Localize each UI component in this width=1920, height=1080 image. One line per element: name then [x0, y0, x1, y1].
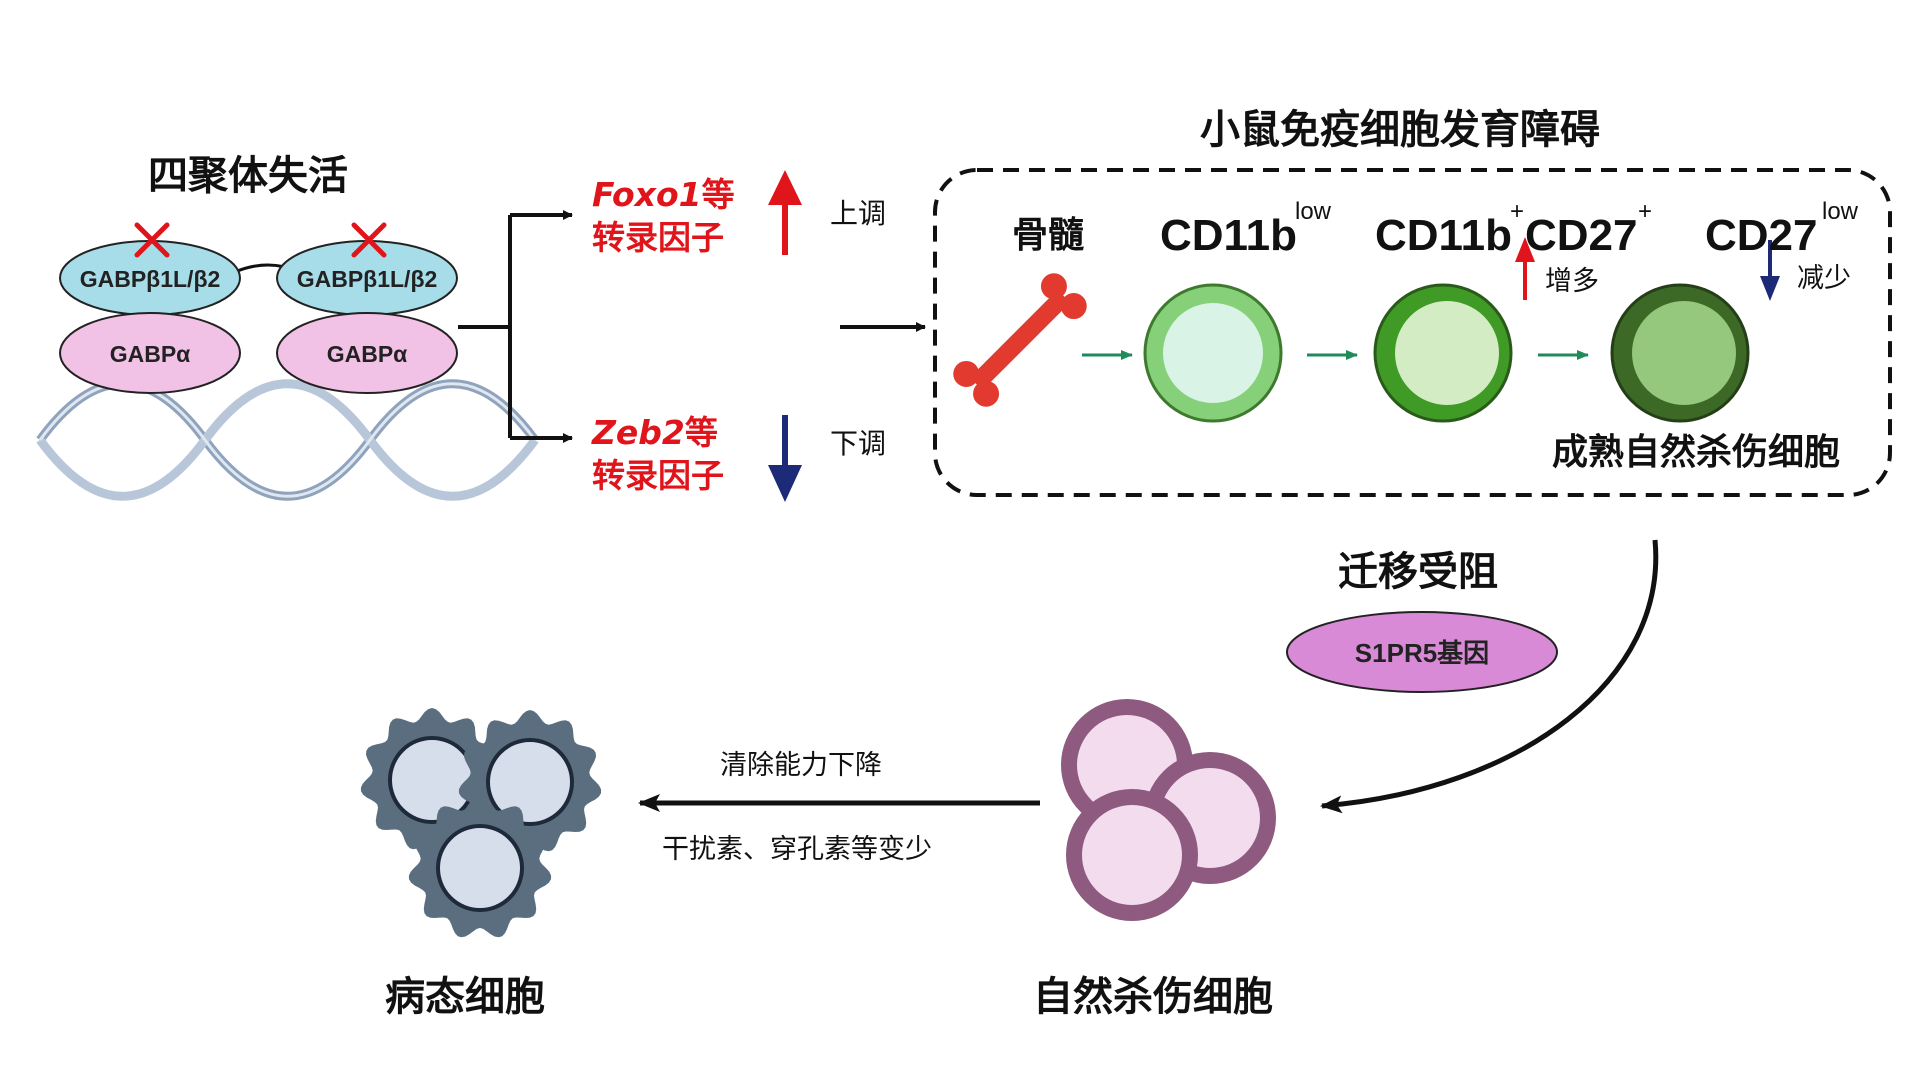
stage2-sup2: +: [1638, 198, 1653, 225]
down-arrow-icon: [768, 415, 802, 502]
stage3-marker: CD27: [1705, 211, 1818, 260]
increase-arrow-icon: [1515, 237, 1535, 300]
cd11b-cd27-cell-core: [1395, 301, 1499, 405]
stage1-marker: CD11b: [1160, 211, 1297, 260]
stage3-sup: low: [1822, 198, 1859, 225]
up-arrow-icon: [768, 170, 802, 255]
mature-nk-label: 成熟自然杀伤细胞: [1552, 432, 1841, 473]
stage3-change: 减少: [1797, 263, 1851, 294]
s1pr5-gene-label: S1PR5基因: [1355, 638, 1489, 668]
beta-label-right: GABPβ1L/β2: [297, 266, 438, 292]
clearance-bottom-label: 干扰素、穿孔素等变少: [662, 834, 932, 865]
development-box: [933, 168, 1892, 497]
nk-cell-core: [1082, 805, 1182, 905]
downregulated-gene: Zeb2: [592, 413, 685, 452]
alpha-label-left: GABPα: [110, 341, 191, 367]
diseased-cell-core: [486, 738, 574, 826]
stage2-change: 增多: [1545, 266, 1599, 297]
cd27-low-cell-core: [1632, 301, 1736, 405]
downregulated-tf-line1: Zeb2等: [592, 416, 718, 449]
development-box-title: 小鼠免疫细胞发育障碍: [1200, 107, 1600, 153]
downregulated-tf-line2: 转录因子: [592, 456, 724, 495]
cd11b-low-cell-core: [1163, 303, 1263, 403]
stage2-marker1: CD11b: [1375, 211, 1512, 260]
upregulated-gene: Foxo1: [592, 175, 702, 214]
upregulated-tf-line1: Foxo1等: [592, 178, 735, 211]
inactivation-x-right-icon: [351, 222, 387, 258]
bone-marrow-label: 骨髓: [1012, 215, 1085, 256]
complex-title: 四聚体失活: [148, 153, 348, 199]
stage1-sup: low: [1295, 198, 1332, 225]
nk-cells-label: 自然杀伤细胞: [1033, 974, 1273, 1020]
gabp-alpha-right: [276, 312, 458, 394]
downregulated-suffix: 等: [684, 413, 718, 452]
s1pr5-gene-oval: [1286, 611, 1558, 693]
diseased-cell-cluster: [360, 708, 602, 938]
nk-cell-cluster: [1061, 699, 1276, 921]
diseased-cells-label: 病态细胞: [385, 974, 545, 1020]
upregulated-label: 上调: [830, 197, 887, 230]
stage2-sup1: +: [1510, 198, 1525, 225]
diseased-cell-core: [388, 736, 476, 824]
downregulated-label: 下调: [830, 427, 887, 460]
upregulated-tf-line2: 转录因子: [592, 218, 724, 257]
dna-helix-icon: [36, 379, 539, 501]
bone-icon: [953, 273, 1087, 407]
beta-label-left: GABPβ1L/β2: [80, 266, 221, 292]
migration-label: 迁移受阻: [1338, 549, 1498, 595]
upregulated-suffix: 等: [701, 175, 735, 214]
stage2-marker2: CD27: [1525, 211, 1638, 260]
alpha-label-right: GABPα: [327, 341, 408, 367]
diseased-cell-core: [436, 824, 524, 912]
migration-arrow: [1320, 539, 1659, 814]
gabp-tetramer: GABPβ1L/β2 GABPβ1L/β2 GABPα GABPα: [59, 222, 458, 394]
gabp-alpha-left: [59, 312, 241, 394]
branch-bracket: [458, 210, 573, 443]
clearance-top-label: 清除能力下降: [720, 750, 882, 781]
inactivation-x-left-icon: [134, 222, 170, 258]
decrease-arrow-icon: [1760, 240, 1780, 301]
